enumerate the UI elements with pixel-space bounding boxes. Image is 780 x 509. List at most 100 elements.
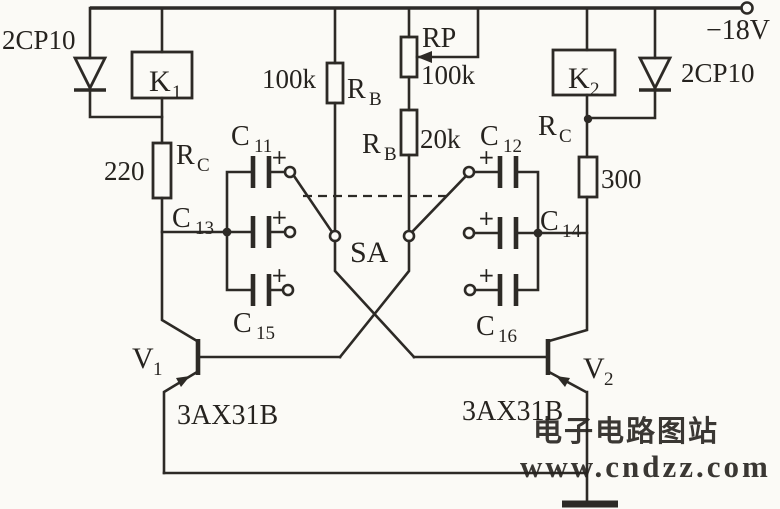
transistor-v2: V 2 3AX31B	[412, 339, 614, 504]
capacitor-bank-right: + C 12 + C 14 + C 16	[462, 121, 589, 347]
resistor-rc1: 220 R C	[104, 140, 210, 343]
capacitor-c13-label: C	[172, 203, 191, 234]
resistor-rc1-ref: R	[176, 140, 195, 171]
relay-k1-box	[130, 50, 194, 100]
resistor-rc1-wire	[160, 196, 199, 343]
capacitor-plates-icon	[497, 274, 519, 306]
diode-right-wires	[585, 6, 657, 120]
contact-terminal-icon	[462, 226, 476, 240]
relay-k2-label: K	[568, 62, 590, 95]
capacitor-c16-label: C	[476, 311, 495, 342]
capacitor-c15: + C 15	[233, 263, 295, 344]
supply-voltage-label: −18V	[706, 15, 770, 46]
capacitor-c15-label: C	[233, 308, 252, 339]
capacitor-c16: + C 16	[463, 263, 519, 347]
resistor-rb1-ref-sub: B	[369, 89, 382, 110]
transistor-v1-label-sub: 1	[153, 359, 163, 380]
diode-left-2cp10: 2CP10	[2, 6, 164, 119]
junction-dot	[533, 228, 543, 238]
watermark-site-name: 电子电路图站	[533, 415, 719, 448]
emitter-arrow-icon	[556, 376, 570, 387]
capacitor-c16-label-sub: 16	[498, 326, 517, 347]
junction-dot	[583, 114, 593, 124]
relay-k1: K 1	[130, 6, 194, 145]
supply-terminal-icon	[740, 1, 754, 15]
capacitor-c11: + C 11	[231, 121, 297, 188]
switch-pole-left-icon	[328, 229, 342, 243]
capacitor-c14: + C 14	[462, 206, 582, 249]
resistor-rb2-value: 20k	[420, 124, 461, 154]
transistor-v1-part: 3AX31B	[177, 400, 278, 431]
capacitor-plates-icon	[497, 217, 519, 249]
resistor-rc2-box	[577, 155, 599, 199]
diode-left-label: 2CP10	[2, 25, 76, 55]
resistor-rc2-wire	[547, 195, 589, 343]
resistor-rc2-ref: R	[538, 111, 557, 142]
switch-sa-label: SA	[350, 236, 389, 269]
potentiometer-rp-ref: RP	[422, 23, 456, 54]
resistor-rb1-ref: R	[347, 74, 366, 105]
polarity-plus-icon: +	[478, 206, 495, 230]
resistor-rb2: R B 20k	[362, 75, 461, 233]
capacitor-c14-label: C	[540, 206, 559, 237]
resistor-rb1: 100k R B	[262, 6, 382, 233]
polarity-plus-icon: +	[478, 145, 495, 169]
capacitor-c11-label-sub: 11	[254, 136, 272, 157]
transistor-v2-label-sub: 2	[604, 369, 614, 390]
resistor-rc1-ref-sub: C	[197, 155, 210, 176]
resistor-rb2-ref-sub: B	[384, 144, 397, 165]
diode-right-label: 2CP10	[681, 58, 755, 88]
relay-k1-label-sub: 1	[172, 82, 182, 103]
diode-right-2cp10: 2CP10	[583, 6, 755, 124]
transistor-v1: V 1 3AX31B	[132, 339, 342, 475]
contact-terminal-icon	[283, 165, 297, 179]
polarity-plus-icon: +	[271, 205, 288, 229]
capacitor-plates-icon	[250, 274, 272, 306]
resistor-rc1-value: 220	[104, 156, 145, 186]
transistor-v1-label: V	[132, 342, 154, 375]
potentiometer-rp: RP 100k	[399, 6, 480, 90]
capacitor-c14-label-sub: 14	[562, 221, 582, 242]
diode-triangle-icon	[637, 56, 673, 92]
diode-left-wires	[88, 6, 164, 119]
watermark-site-url: www.cndzz.com	[520, 449, 771, 484]
wiper-arrow-icon	[417, 51, 432, 63]
switch-blade-right	[410, 175, 467, 234]
switch-sa: SA	[292, 174, 467, 359]
resistor-rc2-ref-sub: C	[559, 126, 572, 147]
contact-terminal-icon	[281, 283, 295, 297]
transistor-v2-label: V	[583, 352, 605, 385]
capacitor-c15-label-sub: 15	[256, 323, 275, 344]
polarity-plus-icon: +	[271, 263, 288, 287]
capacitor-plates-icon	[250, 216, 272, 248]
relay-k2: K 2	[551, 6, 617, 159]
capacitor-c13-label-sub: 13	[195, 218, 214, 239]
transistor-v2-part: 3AX31B	[462, 396, 563, 427]
contact-terminal-icon	[462, 165, 476, 179]
resistor-rb2-ref: R	[362, 129, 381, 160]
capacitor-c12: + C 12	[462, 121, 522, 188]
resistor-rc2: R C 300	[538, 111, 642, 343]
polarity-plus-icon: +	[478, 263, 495, 287]
resistor-rc2-value: 300	[601, 164, 642, 194]
cross-coupling-wires	[333, 239, 416, 359]
switch-blade-left	[292, 174, 334, 234]
emitter-return	[162, 471, 618, 508]
power-rail: −18V	[90, 1, 770, 46]
polarity-plus-icon: +	[271, 145, 288, 169]
contact-terminal-icon	[463, 283, 477, 297]
junction-dot	[222, 227, 232, 237]
potentiometer-rp-box	[399, 35, 419, 79]
relay-k1-label: K	[149, 65, 171, 98]
capacitor-plates-icon	[250, 156, 272, 188]
diode-triangle-icon	[72, 56, 108, 92]
capacitor-c13: + C 13	[172, 203, 297, 248]
switch-pole-right-icon	[402, 229, 416, 243]
potentiometer-rp-wires	[407, 6, 480, 59]
potentiometer-rp-value: 100k	[421, 60, 476, 90]
relay-k2-box	[551, 48, 617, 97]
capacitor-bank-left: + C 11 + C 13 + C 15	[160, 121, 297, 344]
relay-k2-label-sub: 2	[590, 79, 600, 100]
